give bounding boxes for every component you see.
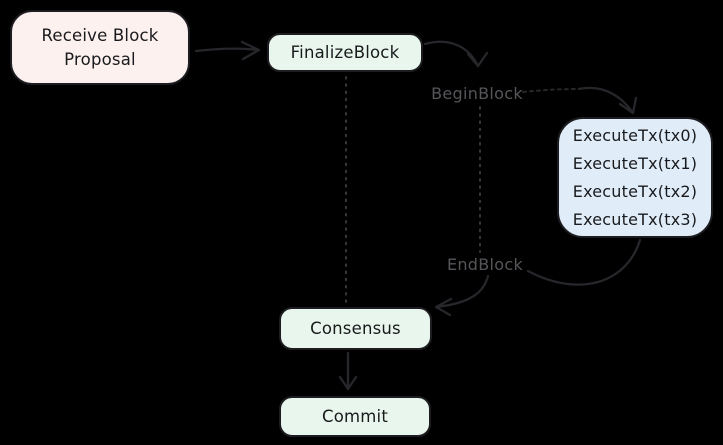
edge-beginblock-to-execute [577, 86, 638, 115]
edge-beginblock-dashes [522, 88, 580, 93]
execute-tx-line: ExecuteTx(tx3) [572, 209, 698, 229]
label-endblock: EndBlock [446, 255, 524, 274]
node-consensus-label: Consensus [310, 318, 401, 338]
edge-consensus-to-commit [338, 351, 358, 391]
execute-tx-line: ExecuteTx(tx2) [572, 181, 698, 201]
edge-finalize-to-beginblock [423, 40, 489, 68]
edge-receive-to-finalize [194, 40, 261, 61]
edge-endblock-to-consensus [434, 274, 490, 317]
node-finalize-label: FinalizeBlock [290, 42, 400, 62]
node-finalize-block: FinalizeBlock [267, 33, 423, 72]
node-commit-label: Commit [321, 406, 389, 426]
node-receive-label: Receive Block Proposal [41, 25, 159, 69]
execute-tx-line: ExecuteTx(tx1) [572, 153, 698, 173]
node-execute-tx: ExecuteTx(tx0) ExecuteTx(tx1) ExecuteTx(… [557, 117, 713, 238]
node-receive-block-proposal: Receive Block Proposal [10, 10, 190, 85]
node-commit: Commit [279, 396, 431, 437]
execute-tx-line: ExecuteTx(tx0) [572, 125, 698, 145]
label-beginblock: BeginBlock [431, 84, 523, 103]
edge-execute-to-endblock [526, 238, 642, 286]
node-consensus: Consensus [279, 307, 432, 350]
